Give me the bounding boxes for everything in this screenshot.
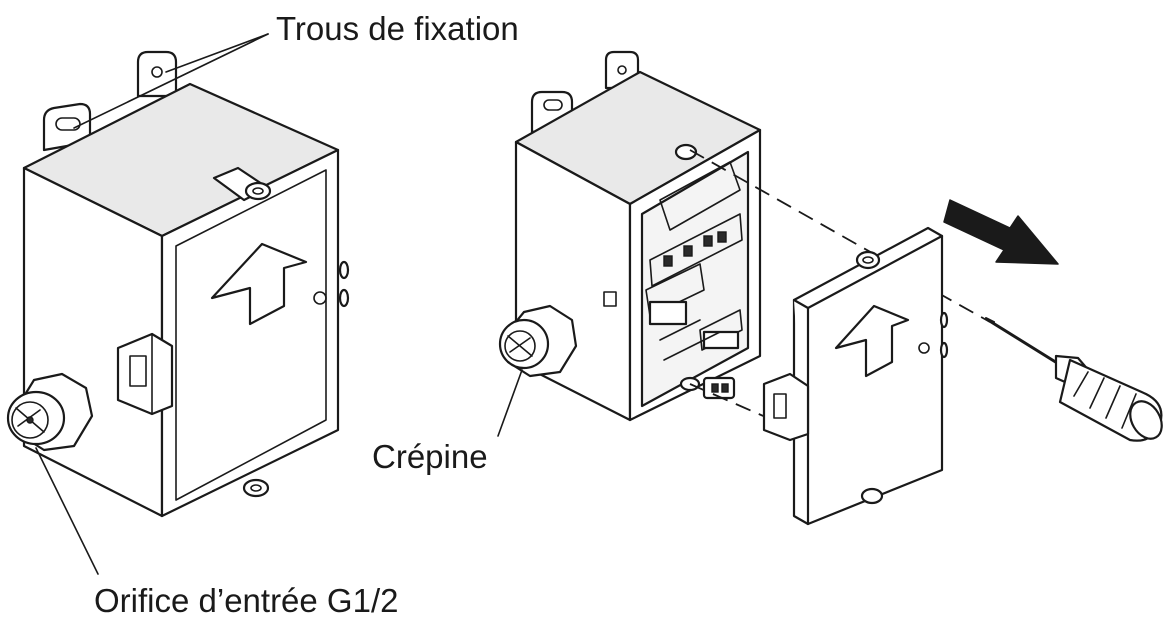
cover-screw-bottom <box>242 478 270 498</box>
up-arrow-icon <box>210 242 308 326</box>
inlet-fitting <box>6 372 94 452</box>
label-inlet-port: Orifice d’entrée G1/2 <box>94 582 399 619</box>
screwdriver-icon <box>985 317 1163 442</box>
label-strainer: Crépine <box>372 438 488 475</box>
latch-clip <box>116 332 174 416</box>
internal-circuit-board <box>645 161 743 361</box>
open-box <box>498 50 762 422</box>
alignment-line-tool <box>871 255 991 323</box>
closed-box <box>6 50 350 518</box>
leader-mounting-right <box>165 33 269 73</box>
cover-latch-clip <box>762 372 810 442</box>
leader-strainer <box>497 369 523 437</box>
label-mounting-holes: Trous de fixation <box>276 10 519 47</box>
strainer-fitting <box>498 304 578 378</box>
removal-direction-arrow-icon <box>943 199 1059 265</box>
wire-connector <box>702 376 736 400</box>
cover-screw-top <box>212 166 272 202</box>
removed-cover <box>762 226 949 526</box>
mounting-tab-left <box>42 102 92 152</box>
leader-mounting-left <box>73 33 269 129</box>
closed-box-cover <box>160 148 340 518</box>
mounting-tab-right <box>136 50 178 98</box>
alignment-line-top <box>689 149 875 255</box>
leader-inlet <box>35 447 99 575</box>
up-arrow-icon <box>834 304 910 378</box>
